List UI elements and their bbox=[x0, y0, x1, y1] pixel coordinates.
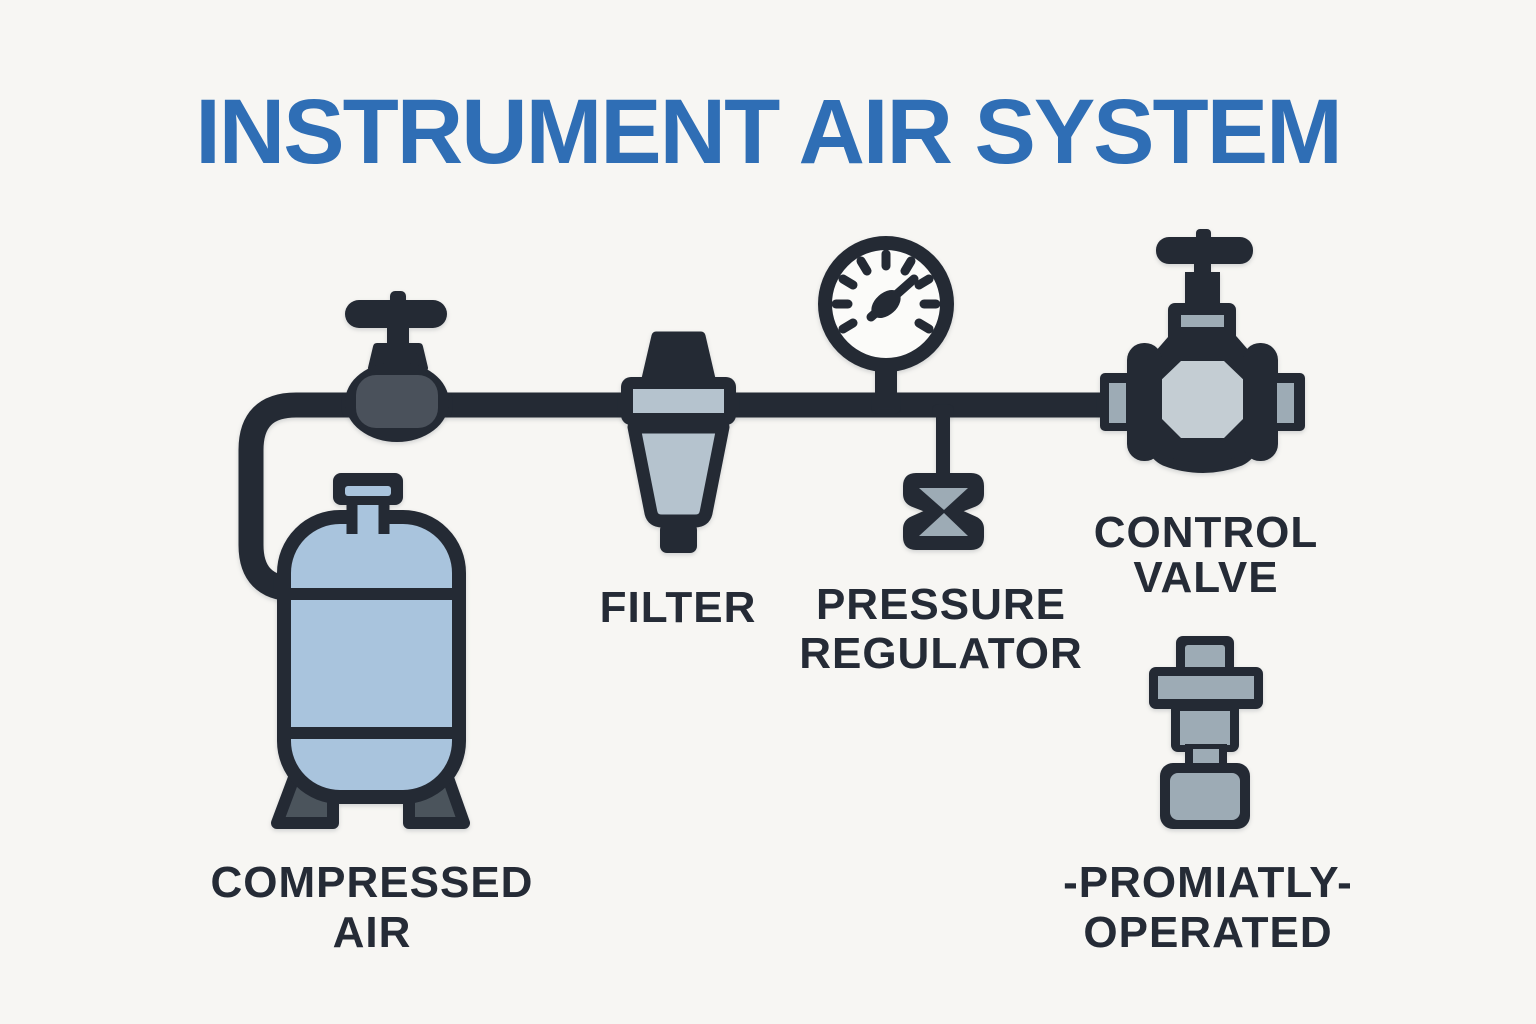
pressure-regulator-label-line1: PRESSURE bbox=[816, 580, 1066, 629]
pneumatic-actuator-label-line2: OPERATED bbox=[1083, 908, 1332, 957]
control-valve-label-line1: CONTROL bbox=[1094, 508, 1319, 557]
pneumatic-actuator-icon bbox=[1149, 636, 1263, 829]
page-title: INSTRUMENT AIR SYSTEM bbox=[195, 81, 1341, 183]
control-valve-label-line2: VALVE bbox=[1133, 553, 1278, 602]
filter-icon bbox=[621, 331, 736, 553]
control-valve-icon bbox=[1100, 229, 1305, 473]
air-tank-icon bbox=[271, 473, 470, 829]
regulator-valve-icon bbox=[903, 406, 984, 550]
filter-label: FILTER bbox=[600, 583, 757, 632]
compressed-air-label-line2: AIR bbox=[333, 908, 412, 957]
component-labels: FILTER PRESSURE REGULATOR CONTROL VALVE … bbox=[211, 508, 1353, 957]
shutoff-valve-icon bbox=[345, 291, 449, 442]
pressure-regulator-label-line2: REGULATOR bbox=[799, 629, 1083, 678]
pipe bbox=[238, 392, 1125, 602]
pneumatic-actuator-label-line1: -PROMIATLY- bbox=[1063, 858, 1353, 907]
compressed-air-label-line1: COMPRESSED bbox=[211, 858, 534, 907]
pressure-gauge-icon bbox=[818, 236, 954, 408]
